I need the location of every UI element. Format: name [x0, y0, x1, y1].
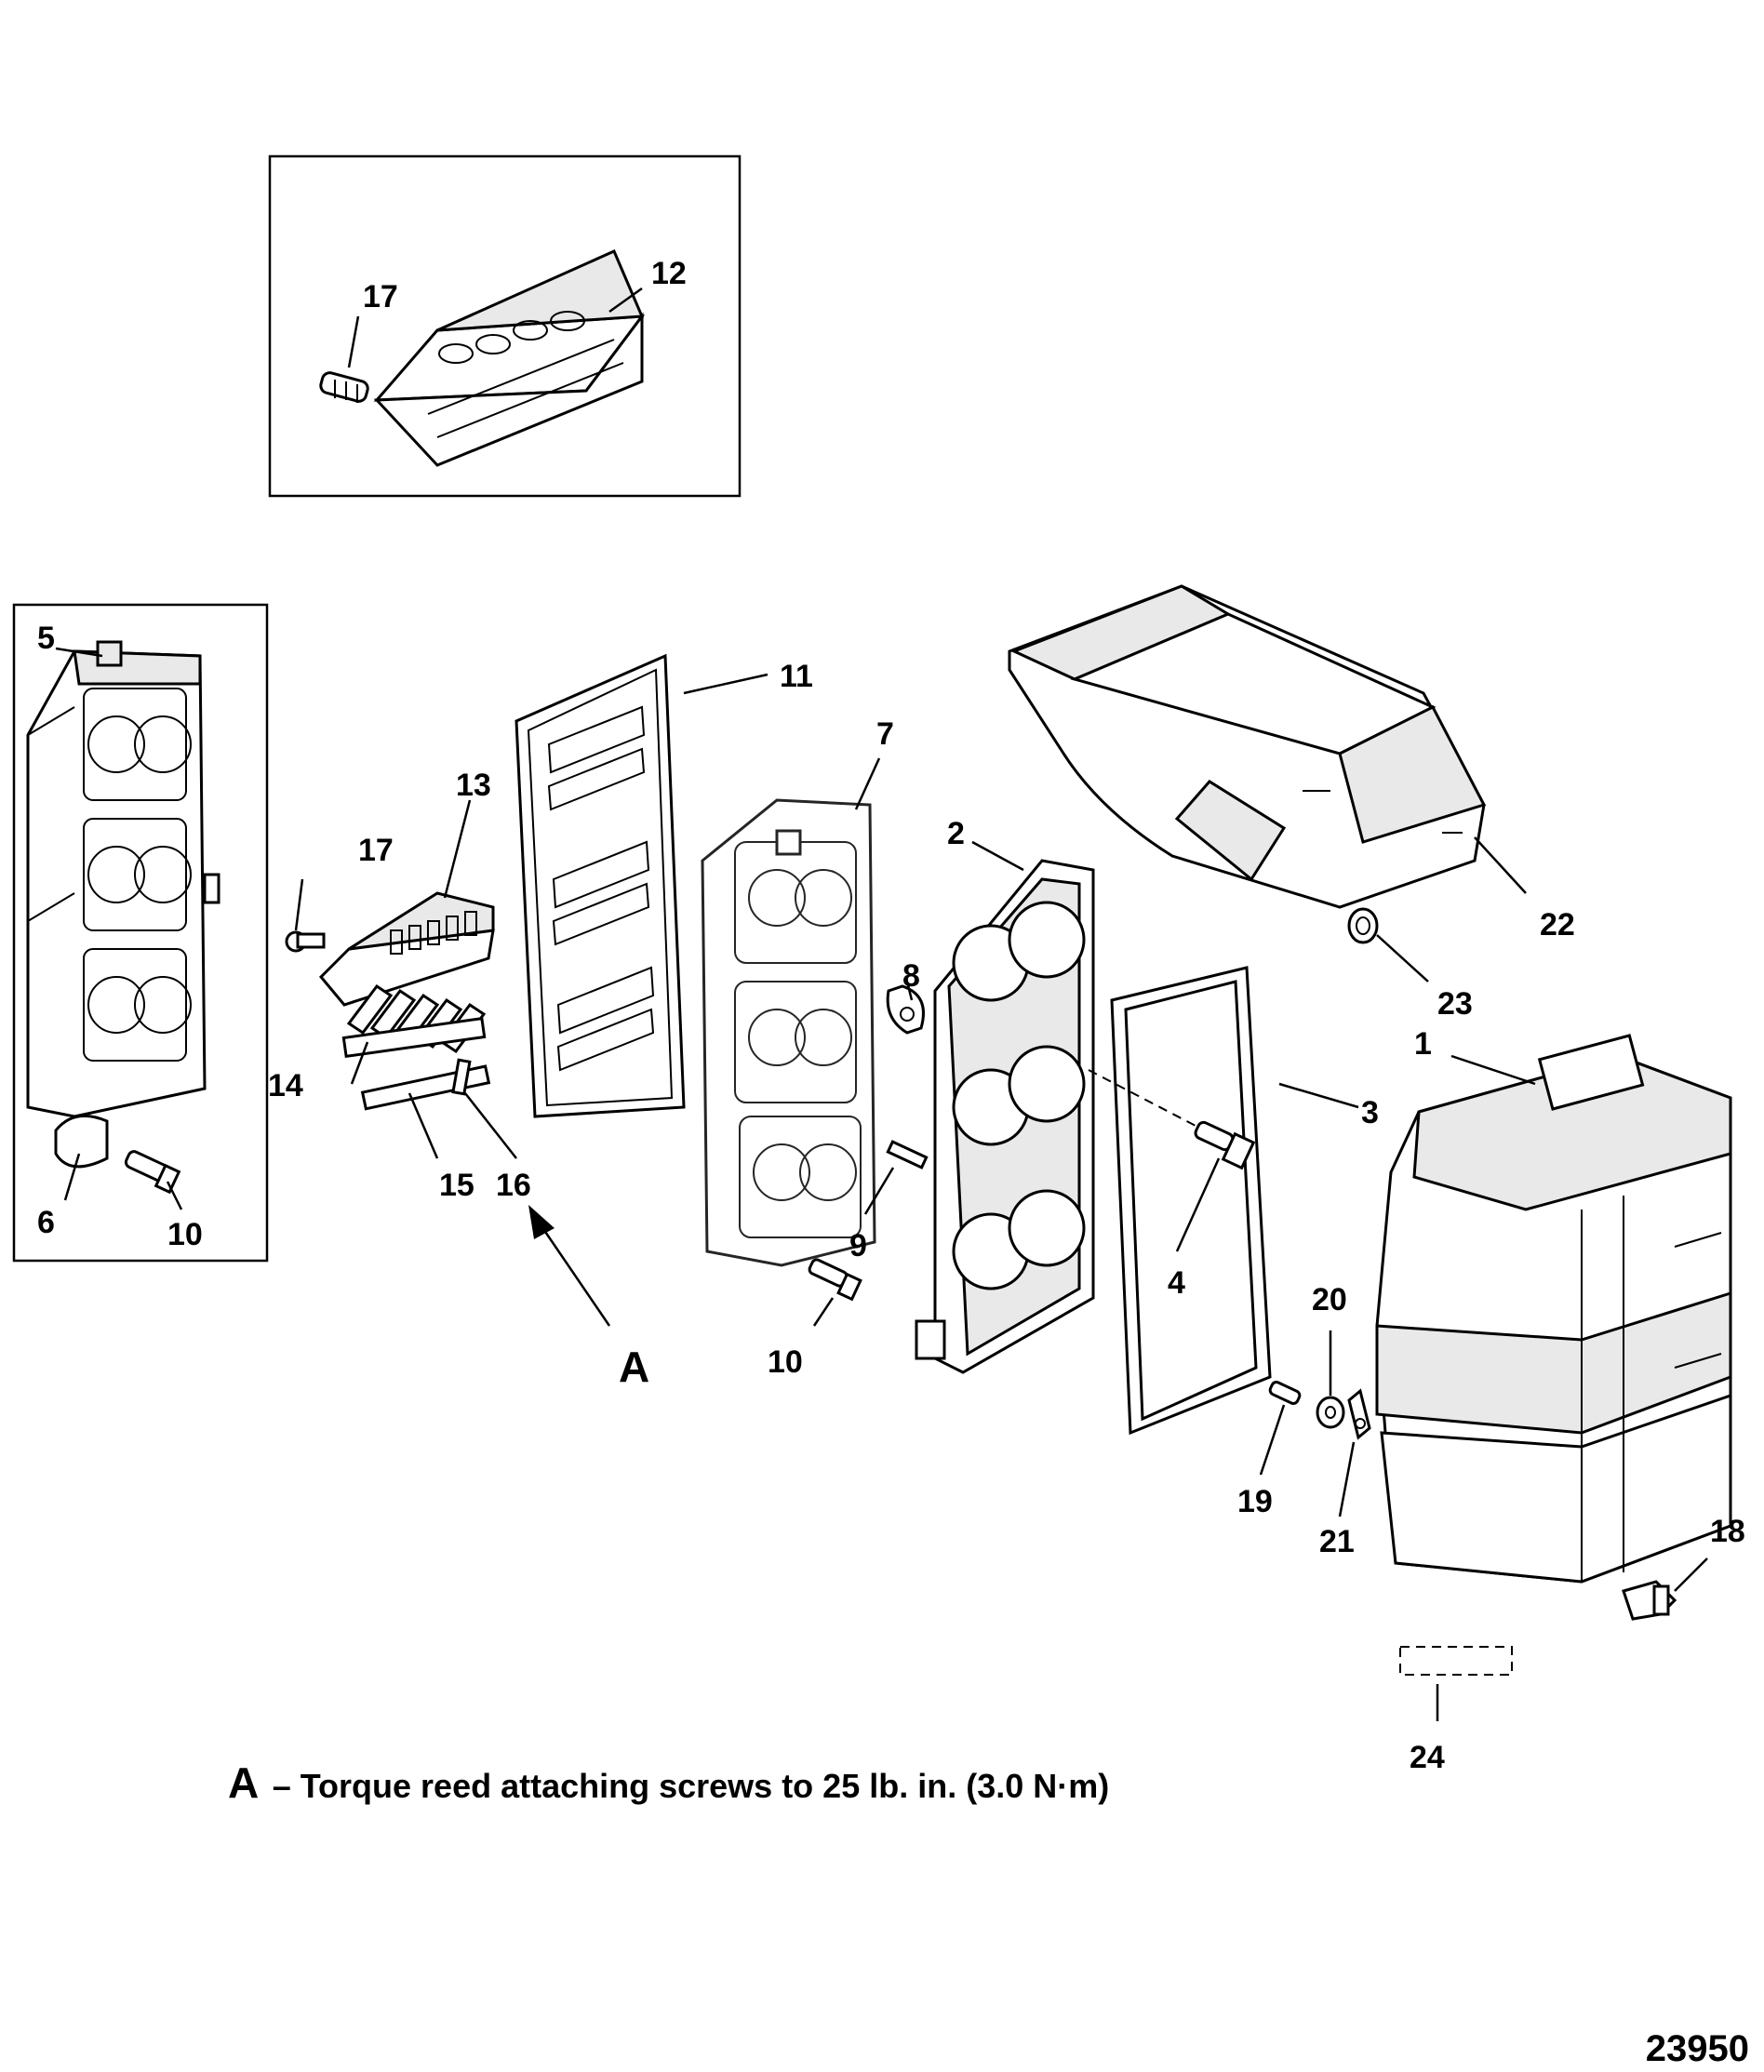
- note-text: – Torque reed attaching screws to 25 lb.…: [273, 1767, 1110, 1805]
- inset-detail-box: 17 12: [268, 154, 742, 498]
- callout-10-left: 10: [167, 1217, 203, 1252]
- callout-12: 12: [651, 256, 687, 291]
- callout-16: 16: [496, 1168, 531, 1203]
- gasket-11: [514, 653, 686, 1118]
- left-detail-box: 5 6 10: [12, 603, 269, 1263]
- screw-16: [451, 1058, 472, 1096]
- callout-5: 5: [37, 621, 55, 656]
- clamp: [54, 1114, 109, 1169]
- screw-4: [1194, 1120, 1256, 1170]
- callout-4: 4: [1168, 1265, 1185, 1301]
- note-letter: A: [228, 1758, 259, 1807]
- callout-23: 23: [1437, 986, 1473, 1022]
- view-marker-a: A: [619, 1343, 649, 1391]
- callout-2: 2: [947, 816, 965, 851]
- reed-block-housing: [26, 640, 220, 1118]
- washer-8: [886, 984, 925, 1035]
- plate-2: [915, 859, 1095, 1374]
- callout-13: 13: [456, 768, 491, 803]
- callout-19: 19: [1237, 1484, 1273, 1519]
- grommet-23: [1347, 907, 1379, 944]
- callout-21: 21: [1319, 1524, 1355, 1559]
- washer-20: [1316, 1396, 1345, 1429]
- callout-18: 18: [1710, 1514, 1745, 1549]
- callout-20: 20: [1312, 1282, 1347, 1317]
- screw-19: [1268, 1381, 1302, 1405]
- reed-block-13: [318, 891, 495, 1007]
- callout-9: 9: [849, 1228, 867, 1263]
- callout-11: 11: [780, 659, 813, 694]
- callout-6: 6: [37, 1205, 55, 1240]
- housing-1: [1375, 1034, 1732, 1584]
- latch-18: [1622, 1580, 1677, 1621]
- screw-17: [285, 930, 326, 953]
- screw-inset: [319, 371, 369, 403]
- callout-15: 15: [439, 1168, 474, 1203]
- clip-21: [1347, 1388, 1371, 1440]
- callout-8: 8: [902, 958, 920, 994]
- screw-left: [124, 1150, 181, 1195]
- view-a-arrow: [528, 1205, 611, 1327]
- callout-22: 22: [1540, 907, 1575, 942]
- callout-24: 24: [1410, 1740, 1445, 1775]
- reed-block-assembly-inset: [373, 249, 646, 467]
- cover-22: [1008, 584, 1487, 909]
- callout-3: 3: [1361, 1095, 1379, 1130]
- callout-1: 1: [1414, 1026, 1432, 1062]
- item-24-dashed: [1399, 1646, 1513, 1676]
- callout-7: 7: [876, 716, 894, 752]
- stud-9: [886, 1140, 929, 1170]
- gasket-3: [1110, 966, 1272, 1436]
- callout-14: 14: [268, 1068, 303, 1103]
- reed-housing-7: [701, 798, 876, 1267]
- reed-stop: [360, 1064, 491, 1111]
- callout-10: 10: [768, 1344, 803, 1380]
- screw-10: [808, 1258, 862, 1302]
- figure-number: 23950: [1646, 2028, 1749, 2069]
- note: A – Torque reed attaching screws to 25 l…: [228, 1758, 1109, 1807]
- callout-17-inset: 17: [363, 279, 398, 314]
- callout-17: 17: [358, 833, 394, 868]
- reed-petals: [341, 983, 487, 1059]
